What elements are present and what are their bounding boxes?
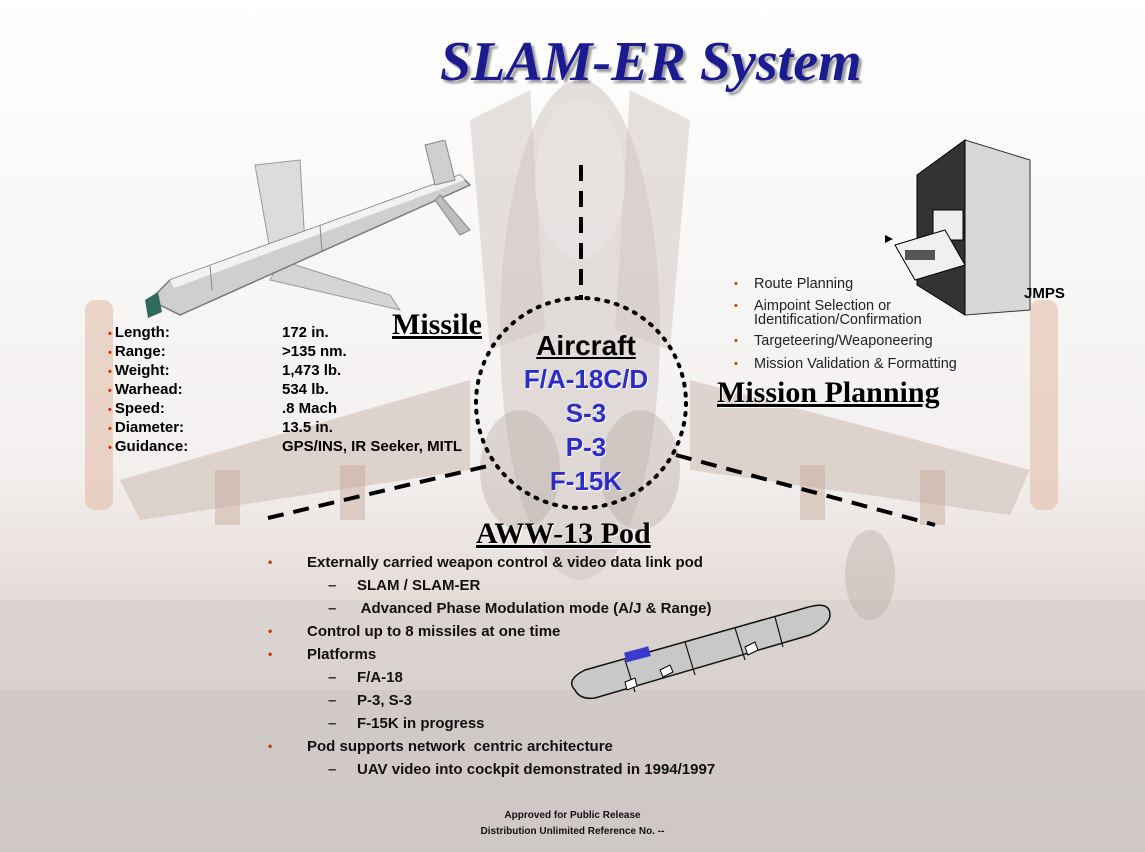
missile-heading: Missile [392,308,482,341]
spec-label: Warhead: [114,381,183,398]
spec-label: Range: [114,343,166,360]
jmps-label: JMPS [1024,285,1065,302]
jmps-workstation-image [885,139,1031,316]
spec-value: 13.5 in. [282,419,333,436]
pod-heading: AWW-13 Pod [476,517,651,550]
aww13-pod-image [570,604,831,700]
spec-value: 534 lb. [282,381,329,398]
spec-value: 1,473 lb. [282,362,342,379]
footer-line: Approved for Public Release [504,810,641,821]
spec-label: Weight: [114,362,170,379]
aircraft-panel: Aircraft F/A-18C/D S-3 P-3 F-15K [470,330,702,498]
spec-label: Guidance: [114,438,189,455]
aircraft-item: F-15K [549,466,623,496]
aircraft-item: P-3 [565,432,607,462]
page-title: SLAM-ER System [440,31,862,93]
mission-planning-heading: Mission Planning [717,376,940,409]
release-footer: Approved for Public Release Distribution… [430,808,715,840]
spec-label: Speed: [114,400,165,417]
spec-value: 172 in. [282,324,329,341]
spec-value: >135 nm. [282,343,347,360]
aircraft-item: S-3 [565,398,607,428]
aircraft-item: F/A-18C/D [523,364,649,394]
spec-label: Diameter: [114,419,185,436]
missile-image [145,140,472,318]
spec-label: Length: [114,324,170,341]
spec-value: .8 Mach [282,400,338,417]
mission-planning-item: •Mission Validation & Formatting [734,356,957,372]
footer-line: Distribution Unlimited Reference No. -- [480,826,665,837]
aircraft-heading: Aircraft [536,330,636,361]
spec-value: GPS/INS, IR Seeker, MITL [282,438,463,455]
mission-planning-item: •Route Planning [734,276,854,292]
mission-planning-item: •Targeteering/Weaponeering [734,333,933,349]
